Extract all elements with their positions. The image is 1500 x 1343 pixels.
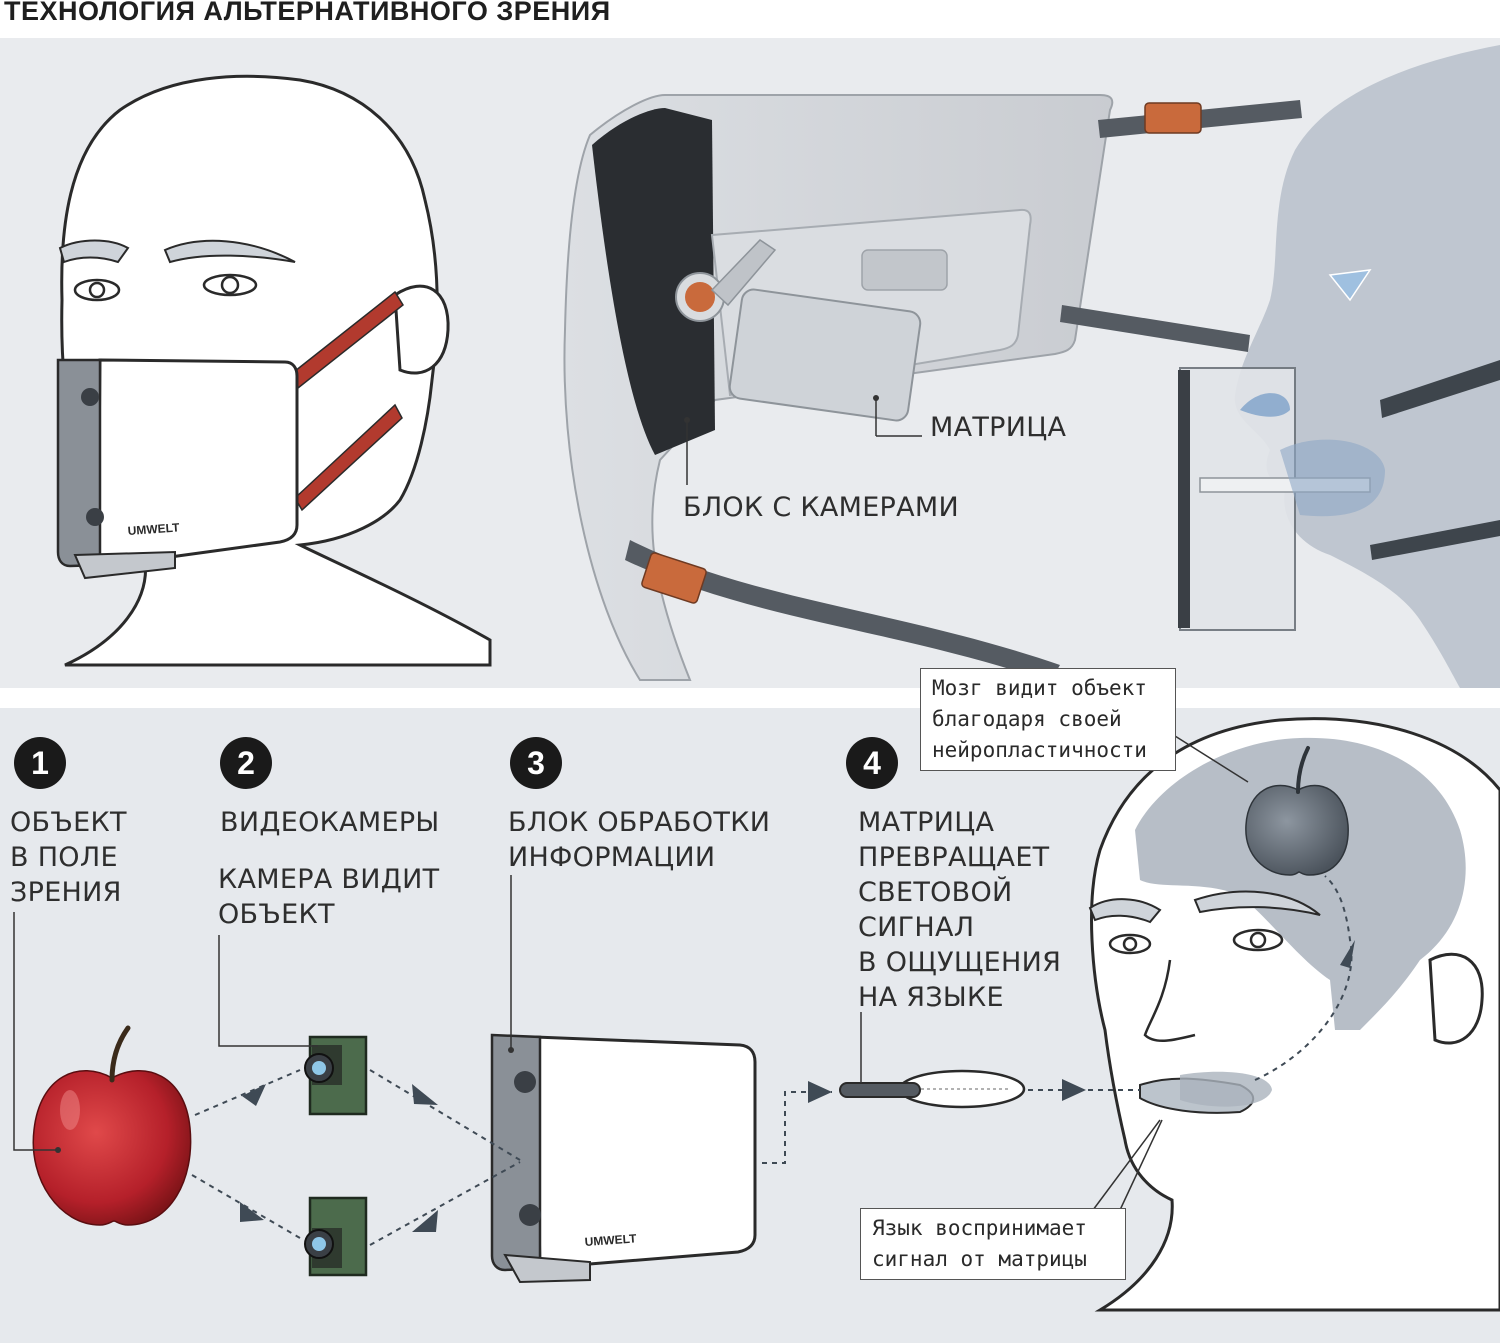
callout-tongue-pointer-b [1119, 1119, 1163, 1211]
head-with-mask-illustration [56, 74, 492, 667]
step-2-number: 2 [220, 737, 272, 789]
mask-bottom-edge [73, 550, 176, 580]
orange-knob [685, 282, 715, 312]
profile-head-silhouette [1234, 45, 1500, 688]
strap-lower [294, 403, 403, 512]
tongue-matrix-cable [839, 1082, 921, 1098]
big-head-tongue [1180, 1071, 1272, 1107]
arrowhead-3 [412, 1084, 438, 1105]
video-camera-bottom [304, 1196, 368, 1277]
label-camera-block: БЛОК С КАМЕРАМИ [683, 492, 960, 523]
big-head-eyebrow [1193, 890, 1321, 916]
step3-leader-dot [508, 1047, 514, 1053]
mask-brand-logo: UMWELT [127, 520, 180, 538]
mask-camera-lens-top [81, 388, 99, 406]
callout-brain-pointer [1174, 735, 1249, 783]
eyebrow-left [58, 239, 130, 264]
step-3-title: БЛОК ОБРАБОТКИ ИНФОРМАЦИИ [508, 807, 771, 873]
page-title: ТЕХНОЛОГИЯ АЛЬТЕРНАТИВНОГО ЗРЕНИЯ [4, 0, 611, 26]
arrow-unit-to-matrix [762, 1091, 832, 1164]
arrowhead-4 [412, 1210, 438, 1232]
eye-right [202, 273, 258, 297]
flow-arrowheads [240, 1079, 1086, 1232]
big-head-pupil-right [1249, 931, 1267, 949]
brain-apple-stem [1296, 746, 1310, 794]
matrix-plate [728, 288, 922, 422]
apple-highlight [60, 1090, 80, 1130]
callout-brain: Мозг видит объект благодаря своей нейроп… [920, 668, 1176, 771]
big-head-eyebrow-left [1088, 898, 1162, 924]
arrow-camera-bottom-to-unit [369, 1161, 521, 1246]
profile-strap-back [1380, 360, 1500, 418]
camera-block-leader-dot [684, 417, 690, 423]
strap-buckle-bottom [641, 552, 707, 604]
pupil-left [88, 281, 106, 299]
processing-unit-front [533, 1035, 757, 1270]
brain [1135, 737, 1466, 1030]
arrowhead-6 [1062, 1079, 1086, 1101]
camera-block-black [592, 108, 715, 455]
matrix-leader-dot [873, 395, 879, 401]
callout-tongue-pointer [1092, 1119, 1161, 1211]
strap-buckle-top [1144, 102, 1202, 134]
profile-mask-edge [1178, 370, 1190, 628]
head-with-brain-illustration [1088, 717, 1500, 1312]
strap-middle [1060, 305, 1250, 352]
profile-strap-chin [1370, 520, 1500, 560]
eyebrow-right [163, 239, 296, 264]
step-3-number: 3 [510, 737, 562, 789]
label-matrix: МАТРИЦА [930, 412, 1067, 443]
big-head-nose [1143, 959, 1196, 1042]
mask-camera-lens-bottom [86, 508, 104, 526]
unit-brand-logo: UMWELT [584, 1231, 637, 1249]
processing-unit-lens-top [514, 1071, 536, 1093]
processing-unit-side [490, 1033, 542, 1272]
big-head-pupil-left [1122, 936, 1138, 952]
big-head-ear [1428, 952, 1484, 1045]
profile-mouth-area [1280, 439, 1385, 517]
processing-unit-lens-bottom [519, 1204, 541, 1226]
step-leader-lines [13, 735, 1249, 1211]
step-2-subtitle: КАМЕРА ВИДИТ ОБЪЕКТ [218, 864, 440, 930]
eye-left [73, 278, 121, 302]
apple-stem [109, 1025, 131, 1083]
apple-object [32, 1025, 192, 1226]
processing-unit-base [503, 1253, 591, 1284]
step1-leader-line [13, 912, 58, 1151]
step-1-number: 1 [14, 737, 66, 789]
processing-unit [490, 1033, 757, 1284]
video-camera-top [304, 1035, 368, 1116]
step-2-title: ВИДЕОКАМЕРЫ [220, 807, 440, 838]
pupil-right [220, 275, 240, 295]
tongue-matrix-device [839, 1012, 1026, 1109]
step1-leader-dot [55, 1147, 61, 1153]
arrowhead-1 [242, 1084, 266, 1106]
strap-bottom [625, 540, 1060, 682]
step-4-number: 4 [846, 737, 898, 789]
hinge-arm [710, 239, 777, 307]
ear [393, 284, 450, 375]
callout-tongue: Язык воспринимает сигнал от матрицы [860, 1208, 1126, 1280]
profile-nasal-cavity [1240, 393, 1290, 417]
signal-arrow-up [1340, 940, 1355, 968]
step2-leader-line [218, 935, 318, 1047]
big-head-eye-left [1108, 933, 1152, 955]
big-head-eye-right [1232, 928, 1284, 952]
step-1-title: ОБЪЕКТ В ПОЛЕ ЗРЕНИЯ [10, 807, 127, 908]
arrowhead-5 [808, 1081, 832, 1103]
profile-eye [1328, 269, 1372, 302]
small-pad [861, 249, 948, 291]
device-closeup-illustration [563, 94, 1302, 682]
step-4-title: МАТРИЦА ПРЕВРАЩАЕТ СВЕТОВОЙ СИГНАЛ В ОЩУ… [858, 807, 1062, 1013]
brain-apple [1245, 784, 1349, 876]
arrowhead-2 [240, 1202, 264, 1222]
profile-head-illustration [1178, 45, 1500, 688]
